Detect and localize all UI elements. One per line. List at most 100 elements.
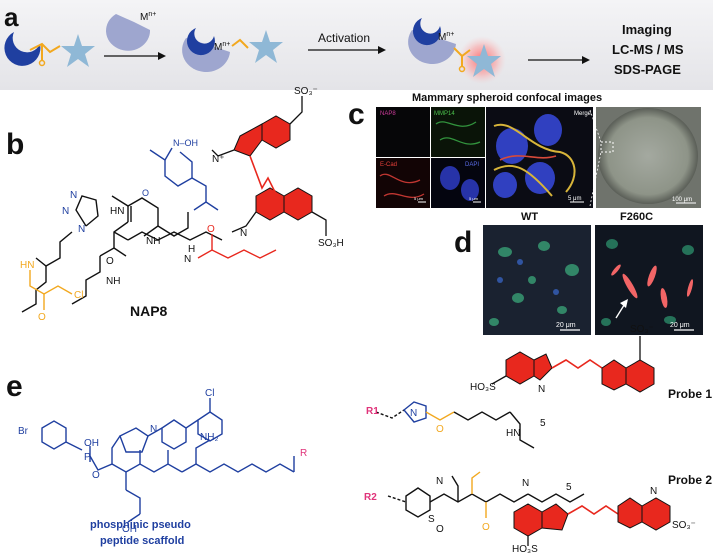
amide-hn-1: HN bbox=[110, 206, 124, 217]
amide-h: H bbox=[188, 244, 195, 255]
carbonyl-o-b1: O bbox=[142, 188, 149, 198]
linker-chain-bound bbox=[231, 38, 249, 49]
panel-c: c Mammary spheroid confocal images NAP8 … bbox=[348, 92, 701, 208]
scale-dapi-label: 5 μm bbox=[469, 196, 479, 201]
tile-label-mmp14: MMP14 bbox=[434, 111, 455, 117]
scaffold-caption-2: peptide scaffold bbox=[100, 535, 184, 547]
probe-1-so3h: HO₃S bbox=[470, 382, 496, 393]
amide-nh-1: NH bbox=[146, 236, 160, 247]
probe-1-hn: HN bbox=[506, 428, 520, 439]
metal-label-bound: Mn+ bbox=[214, 41, 230, 53]
tile-label-merge: Merge bbox=[574, 111, 592, 117]
merge-nucleus-3 bbox=[525, 162, 555, 194]
sulfonate-b: SO₃⁻ bbox=[294, 86, 318, 97]
scale-wt-label: 20 μm bbox=[556, 322, 576, 329]
probe-2-ketone-o: O bbox=[482, 522, 490, 533]
probe-2-label: Probe 2 bbox=[668, 473, 712, 487]
probe-2-n: N bbox=[650, 486, 657, 497]
fluorophore-star-icon bbox=[61, 34, 95, 67]
triazole-n1: N bbox=[70, 190, 77, 201]
enzyme-icon bbox=[106, 14, 151, 51]
merge-nucleus-1 bbox=[496, 128, 528, 164]
activation-label: Activation bbox=[318, 31, 370, 45]
readout-imaging: Imaging bbox=[622, 22, 672, 37]
probe-2-nitrile-n: N bbox=[436, 476, 443, 487]
probe-2-sulfone-o: O bbox=[436, 524, 444, 535]
carbonyl-oxygen bbox=[38, 59, 46, 67]
hydroxamate-group bbox=[149, 147, 219, 211]
carbonyl-oxygen-activated bbox=[458, 65, 466, 73]
arrow-2-head bbox=[378, 46, 386, 54]
hydroxamate-label: N–OH bbox=[173, 138, 198, 148]
panel-a-background bbox=[0, 0, 713, 90]
probe-1-r1: R1 bbox=[366, 406, 379, 417]
f260c-probe-signal bbox=[611, 264, 694, 308]
scaffold-isoxazole-n: N bbox=[150, 424, 157, 435]
scale-merge-label: 5 μm bbox=[568, 196, 581, 202]
zoom-line-1 bbox=[589, 109, 602, 143]
panel-e: e Br Cl OH P O N NH₂ bbox=[6, 324, 712, 554]
arrow-1-head bbox=[158, 52, 166, 60]
chloroacetamide-group bbox=[29, 270, 73, 310]
linker-chain bbox=[29, 42, 61, 54]
probe-1-structure bbox=[375, 336, 655, 449]
f260c-cells bbox=[601, 239, 694, 326]
probe-1-five: 5 bbox=[540, 418, 546, 429]
panel-b-letter: b bbox=[6, 128, 24, 161]
indolium-n-plus: N⁺ bbox=[212, 154, 225, 165]
arrow-indicator-head bbox=[620, 299, 628, 308]
dapi-nucleus-1 bbox=[440, 166, 460, 190]
scaffold-r: R bbox=[300, 448, 307, 459]
scaffold-acid-oh: OH bbox=[122, 524, 137, 535]
probe-1-carbamate-o: O bbox=[436, 424, 444, 435]
hexanoyl-linker bbox=[197, 234, 277, 259]
scaffold-oh: OH bbox=[84, 438, 99, 449]
scale-f260c-label: 20 μm bbox=[670, 322, 690, 329]
probe-1-label: Probe 1 bbox=[668, 387, 712, 401]
nap8-compound-name: NAP8 bbox=[130, 303, 168, 319]
indoline-n: N bbox=[240, 228, 247, 239]
readout-sdspage: SDS-PAGE bbox=[614, 62, 681, 77]
arrow-3-head bbox=[582, 56, 590, 64]
cyanine-dye bbox=[211, 96, 327, 236]
readout-lcms: LC-MS / MS bbox=[612, 42, 684, 57]
tile-label-nap8: NAP8 bbox=[380, 111, 396, 117]
panel-d: d WT F260C bbox=[454, 211, 703, 335]
probe-2-r2: R2 bbox=[364, 492, 377, 503]
wt-cells bbox=[489, 241, 579, 326]
label-f260c: F260C bbox=[620, 211, 653, 223]
sulfonic-acid-b: SO₃H bbox=[318, 238, 344, 249]
targeting-moiety-activated-icon bbox=[412, 18, 441, 46]
probe-2-so3h: HO₃S bbox=[512, 544, 538, 554]
ecad-signal bbox=[379, 173, 425, 199]
fluorophore-star-activated-icon bbox=[467, 44, 501, 77]
probe-1-sulfonate: SO₃⁻ bbox=[630, 324, 654, 335]
chloroacetamide-hn: HN bbox=[20, 260, 34, 271]
label-wt: WT bbox=[521, 211, 538, 223]
probe-1-imidazole-n: N bbox=[410, 408, 417, 419]
probe-2-sulfonate: SO₃⁻ bbox=[672, 520, 696, 531]
merge-nucleus-2 bbox=[534, 114, 562, 146]
fluorophore-star-bound-icon bbox=[249, 30, 283, 63]
tile-ecad bbox=[376, 158, 430, 208]
triazole-n2: N bbox=[62, 206, 69, 217]
panel-e-letter: e bbox=[6, 370, 23, 403]
panel-a: a Mn+ Mn+ Activation Mn+ Imaging bbox=[0, 0, 713, 90]
zoom-line-2 bbox=[589, 151, 602, 207]
scaffold-p: P bbox=[84, 452, 91, 463]
targeting-moiety-bound-icon bbox=[186, 28, 215, 56]
mmp14-signal bbox=[435, 121, 481, 145]
scaffold-o: O bbox=[92, 470, 100, 481]
scaffold-br: Br bbox=[18, 426, 29, 437]
panel-c-title: Mammary spheroid confocal images bbox=[412, 92, 602, 104]
metal-label: Mn+ bbox=[140, 11, 156, 23]
triazole-n3: N bbox=[78, 224, 85, 235]
scaffold-nh2: NH₂ bbox=[200, 432, 218, 443]
scaffold-caption-1: phosphinic pseudo bbox=[90, 519, 191, 531]
panel-b: b N–OH O N N N NH HN O bbox=[6, 86, 344, 323]
scaffold-cl: Cl bbox=[205, 388, 214, 399]
linker-carbonyl-o: O bbox=[207, 224, 215, 235]
targeting-moiety-icon bbox=[4, 32, 41, 66]
tile-nap8 bbox=[376, 107, 430, 157]
dapi-nucleus-2 bbox=[461, 179, 479, 201]
